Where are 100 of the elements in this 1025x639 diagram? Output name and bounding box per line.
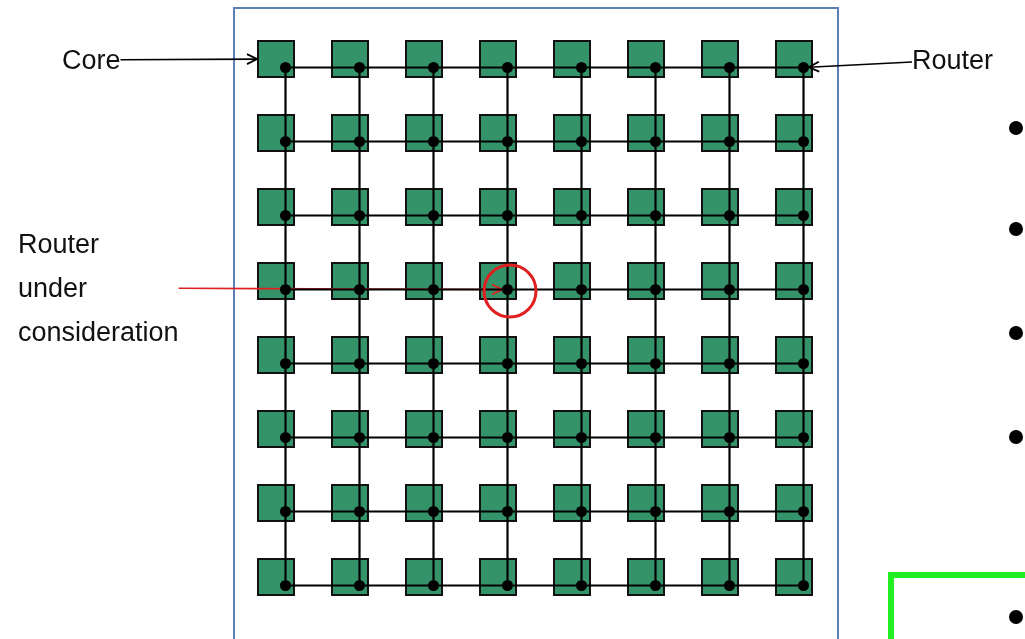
router-dot bbox=[798, 580, 809, 591]
router-dot bbox=[576, 284, 587, 295]
mesh-link bbox=[587, 140, 650, 143]
router-dot bbox=[280, 136, 291, 147]
mesh-link bbox=[439, 436, 502, 439]
router-dot bbox=[354, 284, 365, 295]
router-dot bbox=[724, 358, 735, 369]
router-dot bbox=[502, 506, 513, 517]
router-dot bbox=[428, 432, 439, 443]
router-dot bbox=[428, 506, 439, 517]
router-dot bbox=[280, 62, 291, 73]
mesh-link bbox=[735, 584, 798, 587]
mesh-link bbox=[291, 436, 354, 439]
router-dot bbox=[280, 580, 291, 591]
mesh-link bbox=[587, 288, 650, 291]
router-dot bbox=[798, 284, 809, 295]
mesh-link bbox=[284, 295, 287, 358]
router-dot bbox=[724, 580, 735, 591]
core-block bbox=[775, 114, 813, 152]
router-dot bbox=[798, 506, 809, 517]
router-dot bbox=[354, 62, 365, 73]
router-dot bbox=[502, 62, 513, 73]
router-dot bbox=[650, 580, 661, 591]
mesh-link bbox=[661, 436, 724, 439]
mesh-link bbox=[654, 295, 657, 358]
mesh-link bbox=[439, 140, 502, 143]
router-dot bbox=[576, 62, 587, 73]
mesh-link bbox=[439, 362, 502, 365]
router-dot bbox=[650, 62, 661, 73]
mesh-link bbox=[365, 288, 428, 291]
mesh-link bbox=[580, 73, 583, 136]
mesh-link bbox=[291, 66, 354, 69]
mesh-link bbox=[802, 517, 805, 580]
mesh-link bbox=[513, 288, 576, 291]
mesh-link bbox=[654, 221, 657, 284]
mesh-link bbox=[661, 214, 724, 217]
mesh-link bbox=[432, 73, 435, 136]
mesh-link bbox=[291, 140, 354, 143]
mesh-link bbox=[439, 510, 502, 513]
mesh-link bbox=[358, 369, 361, 432]
mesh-link bbox=[513, 214, 576, 217]
router-dot bbox=[724, 284, 735, 295]
mesh-link bbox=[358, 73, 361, 136]
mesh-link bbox=[513, 362, 576, 365]
mesh-link bbox=[587, 214, 650, 217]
mesh-link bbox=[506, 517, 509, 580]
mesh-link bbox=[580, 221, 583, 284]
router-dot bbox=[576, 432, 587, 443]
router-dot bbox=[724, 136, 735, 147]
mesh-link bbox=[432, 517, 435, 580]
leader-arrow bbox=[808, 60, 913, 73]
mesh-link bbox=[439, 288, 502, 291]
core-block bbox=[775, 336, 813, 374]
core-label: Core bbox=[62, 40, 121, 80]
router-dot bbox=[650, 210, 661, 221]
mesh-link bbox=[513, 436, 576, 439]
mesh-link bbox=[291, 288, 354, 291]
mesh-link bbox=[439, 584, 502, 587]
mesh-link bbox=[580, 517, 583, 580]
router-dot bbox=[502, 136, 513, 147]
mesh-link bbox=[365, 510, 428, 513]
router-dot bbox=[502, 284, 513, 295]
core-block bbox=[331, 40, 369, 78]
router-dot bbox=[650, 432, 661, 443]
router-dot bbox=[354, 580, 365, 591]
mesh-link bbox=[513, 66, 576, 69]
mesh-link bbox=[735, 214, 798, 217]
mesh-link bbox=[802, 73, 805, 136]
core-block bbox=[257, 188, 295, 226]
mesh-link bbox=[728, 295, 731, 358]
mesh-link bbox=[654, 517, 657, 580]
router-dot bbox=[650, 506, 661, 517]
mesh-link bbox=[506, 147, 509, 210]
router-dot bbox=[354, 358, 365, 369]
mesh-link bbox=[365, 584, 428, 587]
mesh-link bbox=[735, 436, 798, 439]
mesh-link bbox=[439, 66, 502, 69]
router-dot bbox=[428, 62, 439, 73]
router-dot bbox=[280, 506, 291, 517]
mesh-link bbox=[654, 147, 657, 210]
mesh-link bbox=[291, 584, 354, 587]
leader-arrow bbox=[119, 53, 258, 66]
mesh-link bbox=[654, 443, 657, 506]
router-dot bbox=[428, 358, 439, 369]
mesh-link bbox=[506, 221, 509, 284]
mesh-link bbox=[365, 362, 428, 365]
core-block bbox=[257, 336, 295, 374]
mesh-link bbox=[506, 295, 509, 358]
mesh-link bbox=[513, 140, 576, 143]
router-label: Router bbox=[912, 40, 994, 80]
mesh-link bbox=[802, 369, 805, 432]
mesh-link bbox=[291, 510, 354, 513]
router-dot bbox=[798, 136, 809, 147]
router-dot bbox=[798, 432, 809, 443]
core-block bbox=[405, 40, 443, 78]
mesh-link bbox=[580, 295, 583, 358]
mesh-link bbox=[802, 147, 805, 210]
core-block bbox=[257, 410, 295, 448]
router-dot bbox=[798, 210, 809, 221]
mesh-link bbox=[358, 517, 361, 580]
